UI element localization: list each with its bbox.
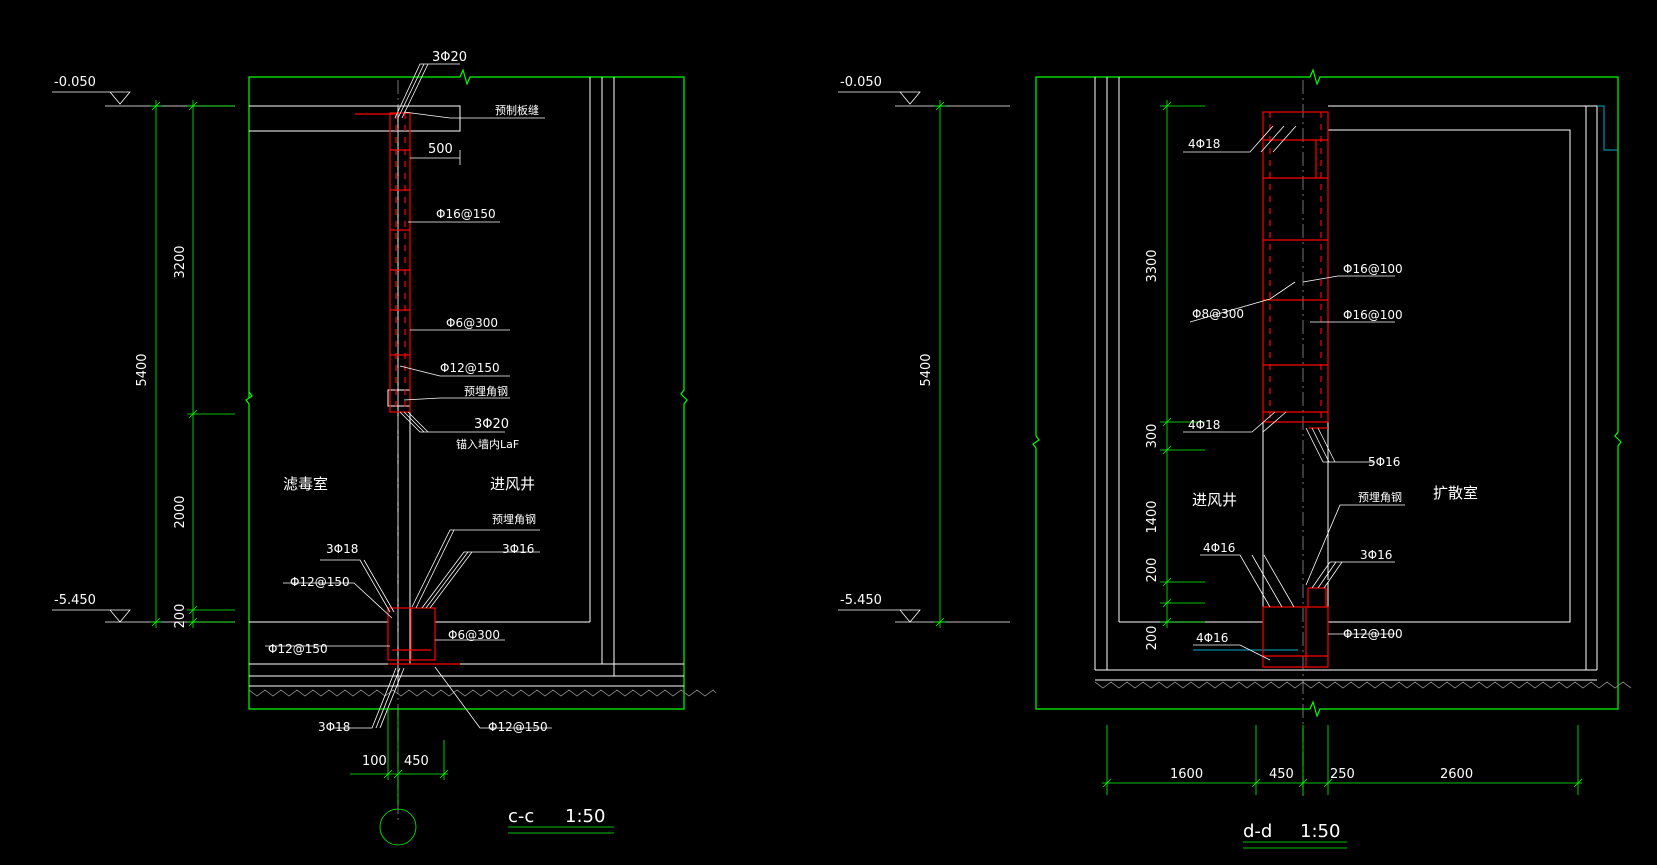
dd-section-scale: 1:50 — [1300, 821, 1340, 842]
dd-elevation-marks — [838, 91, 1010, 623]
dd-boundary — [1032, 68, 1622, 718]
dd-label-stirrup-a: Φ16@100 — [1343, 262, 1403, 276]
cc-label-bottom-bars: 3Φ20 — [474, 417, 509, 432]
cc-label-stirrup-e: Φ6@300 — [448, 628, 500, 642]
dd-texts: -0.050 -5.450 5400 3300 300 1400 200 200… — [840, 75, 1478, 842]
dd-label-4f18-mid: 4Φ18 — [1188, 418, 1220, 432]
dd-dim-a: 1600 — [1170, 767, 1203, 782]
dd-dimensions — [934, 100, 1583, 849]
cc-rebar-column — [355, 112, 460, 665]
dd-dim-b: 450 — [1269, 767, 1294, 782]
dd-label-4f18-top: 4Φ18 — [1188, 137, 1220, 151]
cc-section-scale: 1:50 — [565, 806, 605, 827]
dd-pipe-marks — [1193, 105, 1618, 651]
cc-label-stirrup-b: Φ12@150 — [440, 361, 500, 375]
cc-label-top-bars: 3Φ20 — [432, 50, 467, 65]
cc-label-embed-angle-bottom: 预埋角钢 — [492, 513, 536, 526]
dd-dim-c: 250 — [1330, 767, 1355, 782]
cc-texts: -0.050 -5.450 5400 3200 2000 200 100 450… — [54, 50, 605, 827]
dd-label-stirrup-d: Φ12@100 — [1343, 627, 1403, 641]
dd-leaders — [1183, 125, 1405, 661]
dd-section-title: d-d — [1243, 821, 1272, 842]
cc-label-stirrup-f: Φ12@150 — [488, 720, 548, 734]
cc-dim-upper: 3200 — [173, 245, 188, 278]
cc-elev-bottom: -5.450 — [54, 593, 96, 608]
cc-label-3f16: 3Φ16 — [502, 542, 534, 556]
cc-leaders — [265, 63, 552, 729]
cc-label-3f18-bottom: 3Φ18 — [318, 720, 350, 734]
cc-label-3f18-top: 3Φ18 — [326, 542, 358, 556]
cc-dim-middle: 2000 — [173, 495, 188, 528]
cc-dim-right: 450 — [404, 754, 429, 769]
dd-elev-bottom: -5.450 — [840, 593, 882, 608]
section-d-d: -0.050 -5.450 5400 3300 300 1400 200 200… — [838, 68, 1632, 849]
cc-label-stirrup-d: Φ12@150 — [268, 642, 328, 656]
dd-dim-bottom: 200 — [1145, 626, 1160, 651]
cc-label-embed-plate: 预制板缝 — [495, 103, 539, 117]
dd-dim-lintel: 300 — [1145, 424, 1160, 449]
dd-label-embed-angle: 预埋角钢 — [1358, 491, 1402, 504]
dd-dim-d: 2600 — [1440, 767, 1473, 782]
cc-room-right: 进风井 — [490, 475, 535, 493]
dd-dim-total: 5400 — [919, 353, 934, 386]
cc-dim-bottom: 200 — [173, 604, 188, 629]
cc-ground-hatch — [248, 689, 717, 697]
dd-label-5f16: 5Φ16 — [1368, 455, 1400, 469]
dd-concrete — [1094, 77, 1598, 681]
dd-dim-low: 200 — [1145, 558, 1160, 583]
cc-boundary — [245, 68, 688, 710]
cc-dim-left: 100 — [362, 754, 387, 769]
cc-section-title: c-c — [508, 806, 534, 827]
section-c-c: -0.050 -5.450 5400 3200 2000 200 100 450… — [52, 50, 717, 846]
cc-concrete — [249, 77, 684, 687]
dd-room-right: 扩散室 — [1433, 484, 1478, 502]
cc-dim-total: 5400 — [135, 353, 150, 386]
cc-label-embed-angle-top: 预埋角钢 — [464, 385, 508, 398]
cc-label-stirrup-c: Φ12@150 — [290, 575, 350, 589]
dd-label-3f16: 3Φ16 — [1360, 548, 1392, 562]
cc-elev-top: -0.050 — [54, 75, 96, 90]
cc-label-dist-bars: Φ16@150 — [436, 207, 496, 221]
cc-room-left: 滤毒室 — [283, 475, 328, 493]
dd-rebar-column — [1262, 111, 1329, 668]
dd-label-4f16-bottom: 4Φ16 — [1196, 631, 1228, 645]
dd-room-left: 进风井 — [1192, 491, 1237, 509]
dd-label-stirrup-c: Φ16@100 — [1343, 308, 1403, 322]
dd-elev-top: -0.050 — [840, 75, 882, 90]
cc-label-offset: 500 — [428, 142, 453, 157]
cc-label-anchor-note: 锚入墙内LaF — [456, 437, 519, 451]
dd-dim-upper: 3300 — [1145, 249, 1160, 282]
cc-dimensions — [150, 100, 614, 846]
dd-dim-middle: 1400 — [1145, 500, 1160, 533]
dd-ground-hatch — [1094, 681, 1632, 689]
dd-label-stirrup-b: Φ8@300 — [1192, 307, 1244, 321]
cc-label-stirrup-a: Φ6@300 — [446, 316, 498, 330]
dd-label-4f16-top: 4Φ16 — [1203, 541, 1235, 555]
